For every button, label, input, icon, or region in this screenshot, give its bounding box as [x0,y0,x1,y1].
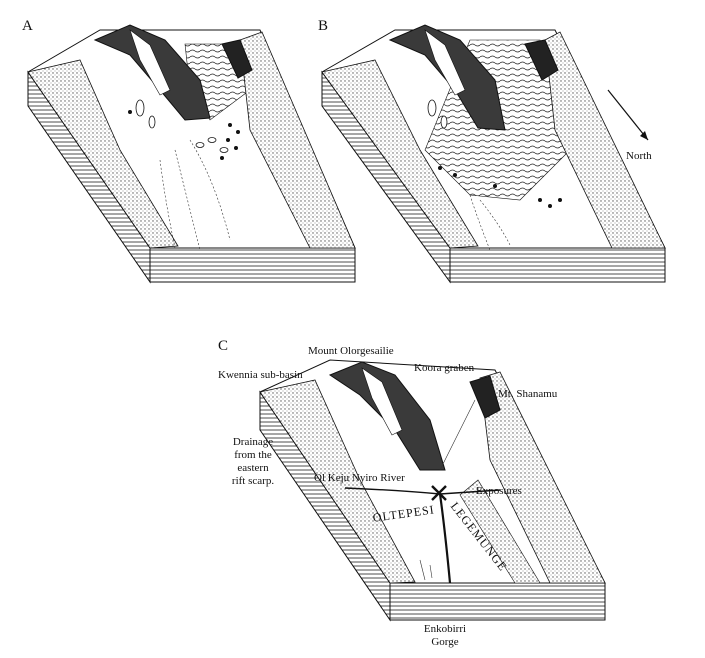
enkobirri-gorge-channel [438,493,452,584]
block-b-peak [524,39,559,81]
block-c-left-ridge [259,379,416,584]
drainage-line-1: Drainage [232,436,274,448]
north-label: North [626,150,652,162]
block-c-right-ridge-2 [459,479,541,584]
block-b-drainage [469,194,511,251]
panel-label-c: C [218,338,229,354]
block-c [259,359,606,622]
block-a-mountain-highlight [129,29,171,96]
enkobirri-gorge-label: Enkobirri Gorge [415,623,475,649]
drainage-line-4: rift scarp. [231,475,275,487]
block-b [321,24,666,284]
panel-label-a: A [22,18,33,34]
block-a-right-ridge [239,31,356,249]
block-b-mountain-highlight [424,29,466,96]
drainage-line-2: from the [234,449,272,461]
exposures-label: Exposures [476,485,522,497]
block-c-front-face [389,582,606,621]
block-b-right-ridge [544,31,666,249]
block-c-peak [469,375,501,419]
gorge-line-2: Gorge [431,636,459,648]
gorge-line-1: Enkobirri [423,623,467,635]
block-c-drainage [419,399,476,581]
drainage-line-3: eastern [237,462,269,474]
block-b-left-ridge [321,59,479,249]
drainage-label: Drainage from the eastern rift scarp. [218,436,288,488]
block-a-left-ridge [27,59,179,249]
block-a-dark-deposits [128,110,240,160]
exposures-marker [431,485,447,501]
block-a-front-face [149,247,356,283]
koora-graben-label: Koora graben [414,362,475,374]
north-arrow [607,89,649,141]
block-a-drainage [159,139,231,251]
block-c-right-ridge [479,371,606,584]
panel-label-b: B [318,18,329,34]
block-b-front-face [449,247,666,283]
block-c-mountain-highlight [361,367,403,436]
block-a-peak [221,39,253,79]
block-b-dark-deposits [438,166,562,208]
block-a [27,24,356,284]
kwennia-sub-basin-label: Kwennia sub-basin [218,369,303,381]
mt-shanamu-label: Mt. Shanamu [498,388,558,400]
block-b-deposits [427,99,448,129]
ol-keju-nyiro-river-label: Ol Keju Nyiro River [314,472,405,484]
block-a-deposits [135,99,229,153]
mount-olorgesailie-label: Mount Olorgesailie [308,345,394,357]
